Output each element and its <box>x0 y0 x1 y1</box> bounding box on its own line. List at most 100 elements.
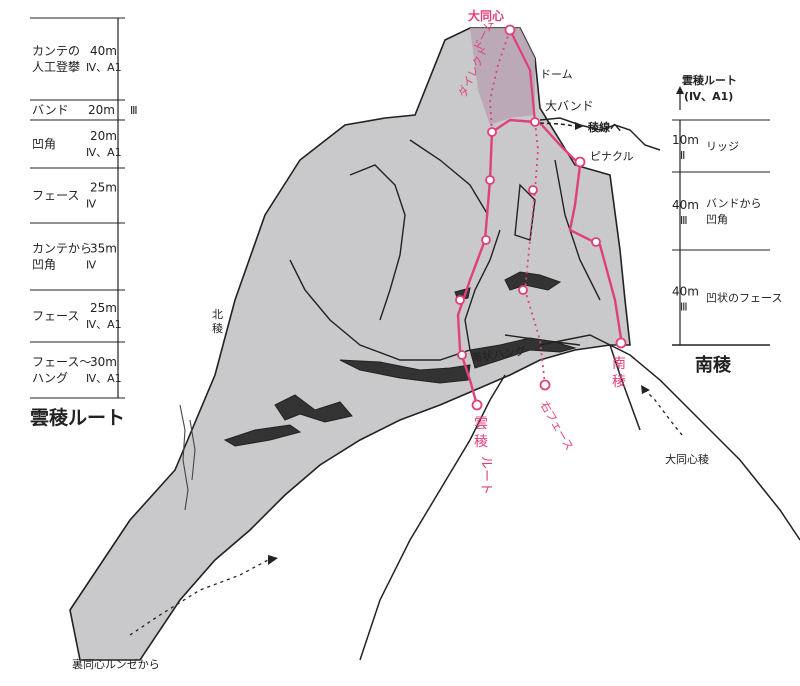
pitch-length: 25m <box>90 301 117 315</box>
pitch-length: 25m <box>90 181 117 195</box>
pitch-grade: Ⅲ <box>130 104 138 117</box>
pitch-grade: Ⅲ <box>680 301 688 314</box>
north-ridge-label-2: 稜 <box>212 322 223 335</box>
pitch-name: カンテの <box>32 44 80 58</box>
route-south-ridge[interactable] <box>539 122 624 346</box>
right-face-label: 右フェース <box>537 399 576 453</box>
pitch-name: 凹角 <box>706 213 728 226</box>
pitch-name: 凹角 <box>32 137 56 151</box>
pitch-length: 40m <box>90 44 117 58</box>
pitch-name: フェース～ <box>32 355 91 369</box>
node-unryo-2 <box>485 175 495 185</box>
pitch-grade: Ⅲ <box>680 214 688 227</box>
approach-lines <box>129 389 683 636</box>
left-pitch-row: バンド 20m Ⅲ <box>30 103 138 121</box>
unryo-label-3: ルート <box>478 456 493 495</box>
unryo-label-2: 稜 <box>474 434 488 450</box>
route-nodes <box>455 24 627 411</box>
pitch-name: バンドから <box>706 197 762 210</box>
pitch-grade: Ⅳ、A1 <box>86 146 122 159</box>
node-south-1 <box>591 237 601 247</box>
pitch-length: 20m <box>90 129 117 143</box>
pitch-length: 30m <box>90 355 117 369</box>
pitch-grade: Ⅳ、A1 <box>86 61 122 74</box>
pitch-grade: Ⅳ、A1 <box>86 318 122 331</box>
ura-daidoshin-label: 裏同心ルンゼから <box>72 657 160 671</box>
right-top-label: 雲稜ルート <box>682 73 737 87</box>
pitch-length: 35m <box>90 242 117 256</box>
hang-band-4 <box>223 424 302 447</box>
pinnacle-label: ピナクル <box>590 150 634 163</box>
node-unryo-1 <box>487 127 497 137</box>
pitch-length: 10m <box>672 133 699 147</box>
node-right-2 <box>518 285 528 295</box>
big-band-label: 大バンド <box>545 99 594 113</box>
pitch-name: フェース <box>32 309 79 323</box>
pitch-name: フェース <box>32 189 79 203</box>
right-top-grade: (Ⅳ、A1) <box>684 90 733 103</box>
overhang-bands <box>223 271 577 447</box>
route-unryo[interactable] <box>456 118 536 406</box>
south-label-2: 稜 <box>612 374 626 390</box>
right-column-title: 南稜 <box>695 354 732 376</box>
pitch-name: バンド <box>32 103 69 117</box>
daidoshin-ridge-label: 大同心稜 <box>665 452 709 466</box>
node-unryo-5 <box>457 350 467 360</box>
node-pinnacle <box>574 156 586 168</box>
route-to-ridge <box>539 122 576 127</box>
pitch-length: 20m <box>88 103 115 117</box>
pitch-name: リッジ <box>706 140 739 153</box>
hang-band-5 <box>504 271 562 291</box>
pitch-grade: Ⅳ <box>86 259 97 272</box>
summit-label: 大同心 <box>468 8 504 23</box>
pitch-name: 凹状のフェース <box>706 291 782 305</box>
left-column-title: 雲稜ルート <box>30 406 125 429</box>
pitch-name: 凹角 <box>32 258 56 272</box>
to-ridge-arrow <box>575 122 584 130</box>
unryo-label-1: 雲 <box>474 416 488 432</box>
node-unryo-start <box>471 399 483 411</box>
pitch-grade: Ⅳ <box>86 198 97 211</box>
skyline <box>359 117 800 661</box>
dome-label: ドーム <box>540 68 573 81</box>
approach-daidoshin-arrow <box>641 385 650 394</box>
node-right-start <box>539 379 551 391</box>
pitch-name: カンテから <box>32 242 92 256</box>
pitch-name: ハング <box>32 371 68 385</box>
right-pitch-column: 雲稜ルート (Ⅳ、A1) 10mⅡリッジ40mⅢバンドから凹角40mⅢ凹状のフェ… <box>672 73 782 376</box>
approach-ura-arrow <box>268 555 278 565</box>
node-unryo-3 <box>481 235 491 245</box>
hang-band-1 <box>339 359 471 384</box>
north-ridge-label-1: 北 <box>212 308 223 321</box>
node-unryo-4 <box>455 295 465 305</box>
south-label-1: 南 <box>612 356 626 372</box>
pitch-length: 40m <box>672 285 699 299</box>
hang-band-2 <box>469 337 577 369</box>
route-summit-link <box>509 29 537 123</box>
node-big-band <box>530 117 540 127</box>
node-right-1 <box>528 185 538 195</box>
dome-area <box>470 28 535 125</box>
ridge-hatch <box>179 404 196 511</box>
node-south-start <box>615 337 627 349</box>
pitch-grade: Ⅳ、A1 <box>86 372 122 385</box>
pitch-name: 人工登攀 <box>32 59 80 74</box>
pitch-length: 40m <box>672 198 699 212</box>
approach-daidoshin <box>644 389 683 436</box>
to-ridge-label: 稜線へ <box>588 120 621 134</box>
hang-band-3 <box>274 394 353 423</box>
node-summit <box>504 24 516 36</box>
pitch-grade: Ⅱ <box>680 149 685 162</box>
